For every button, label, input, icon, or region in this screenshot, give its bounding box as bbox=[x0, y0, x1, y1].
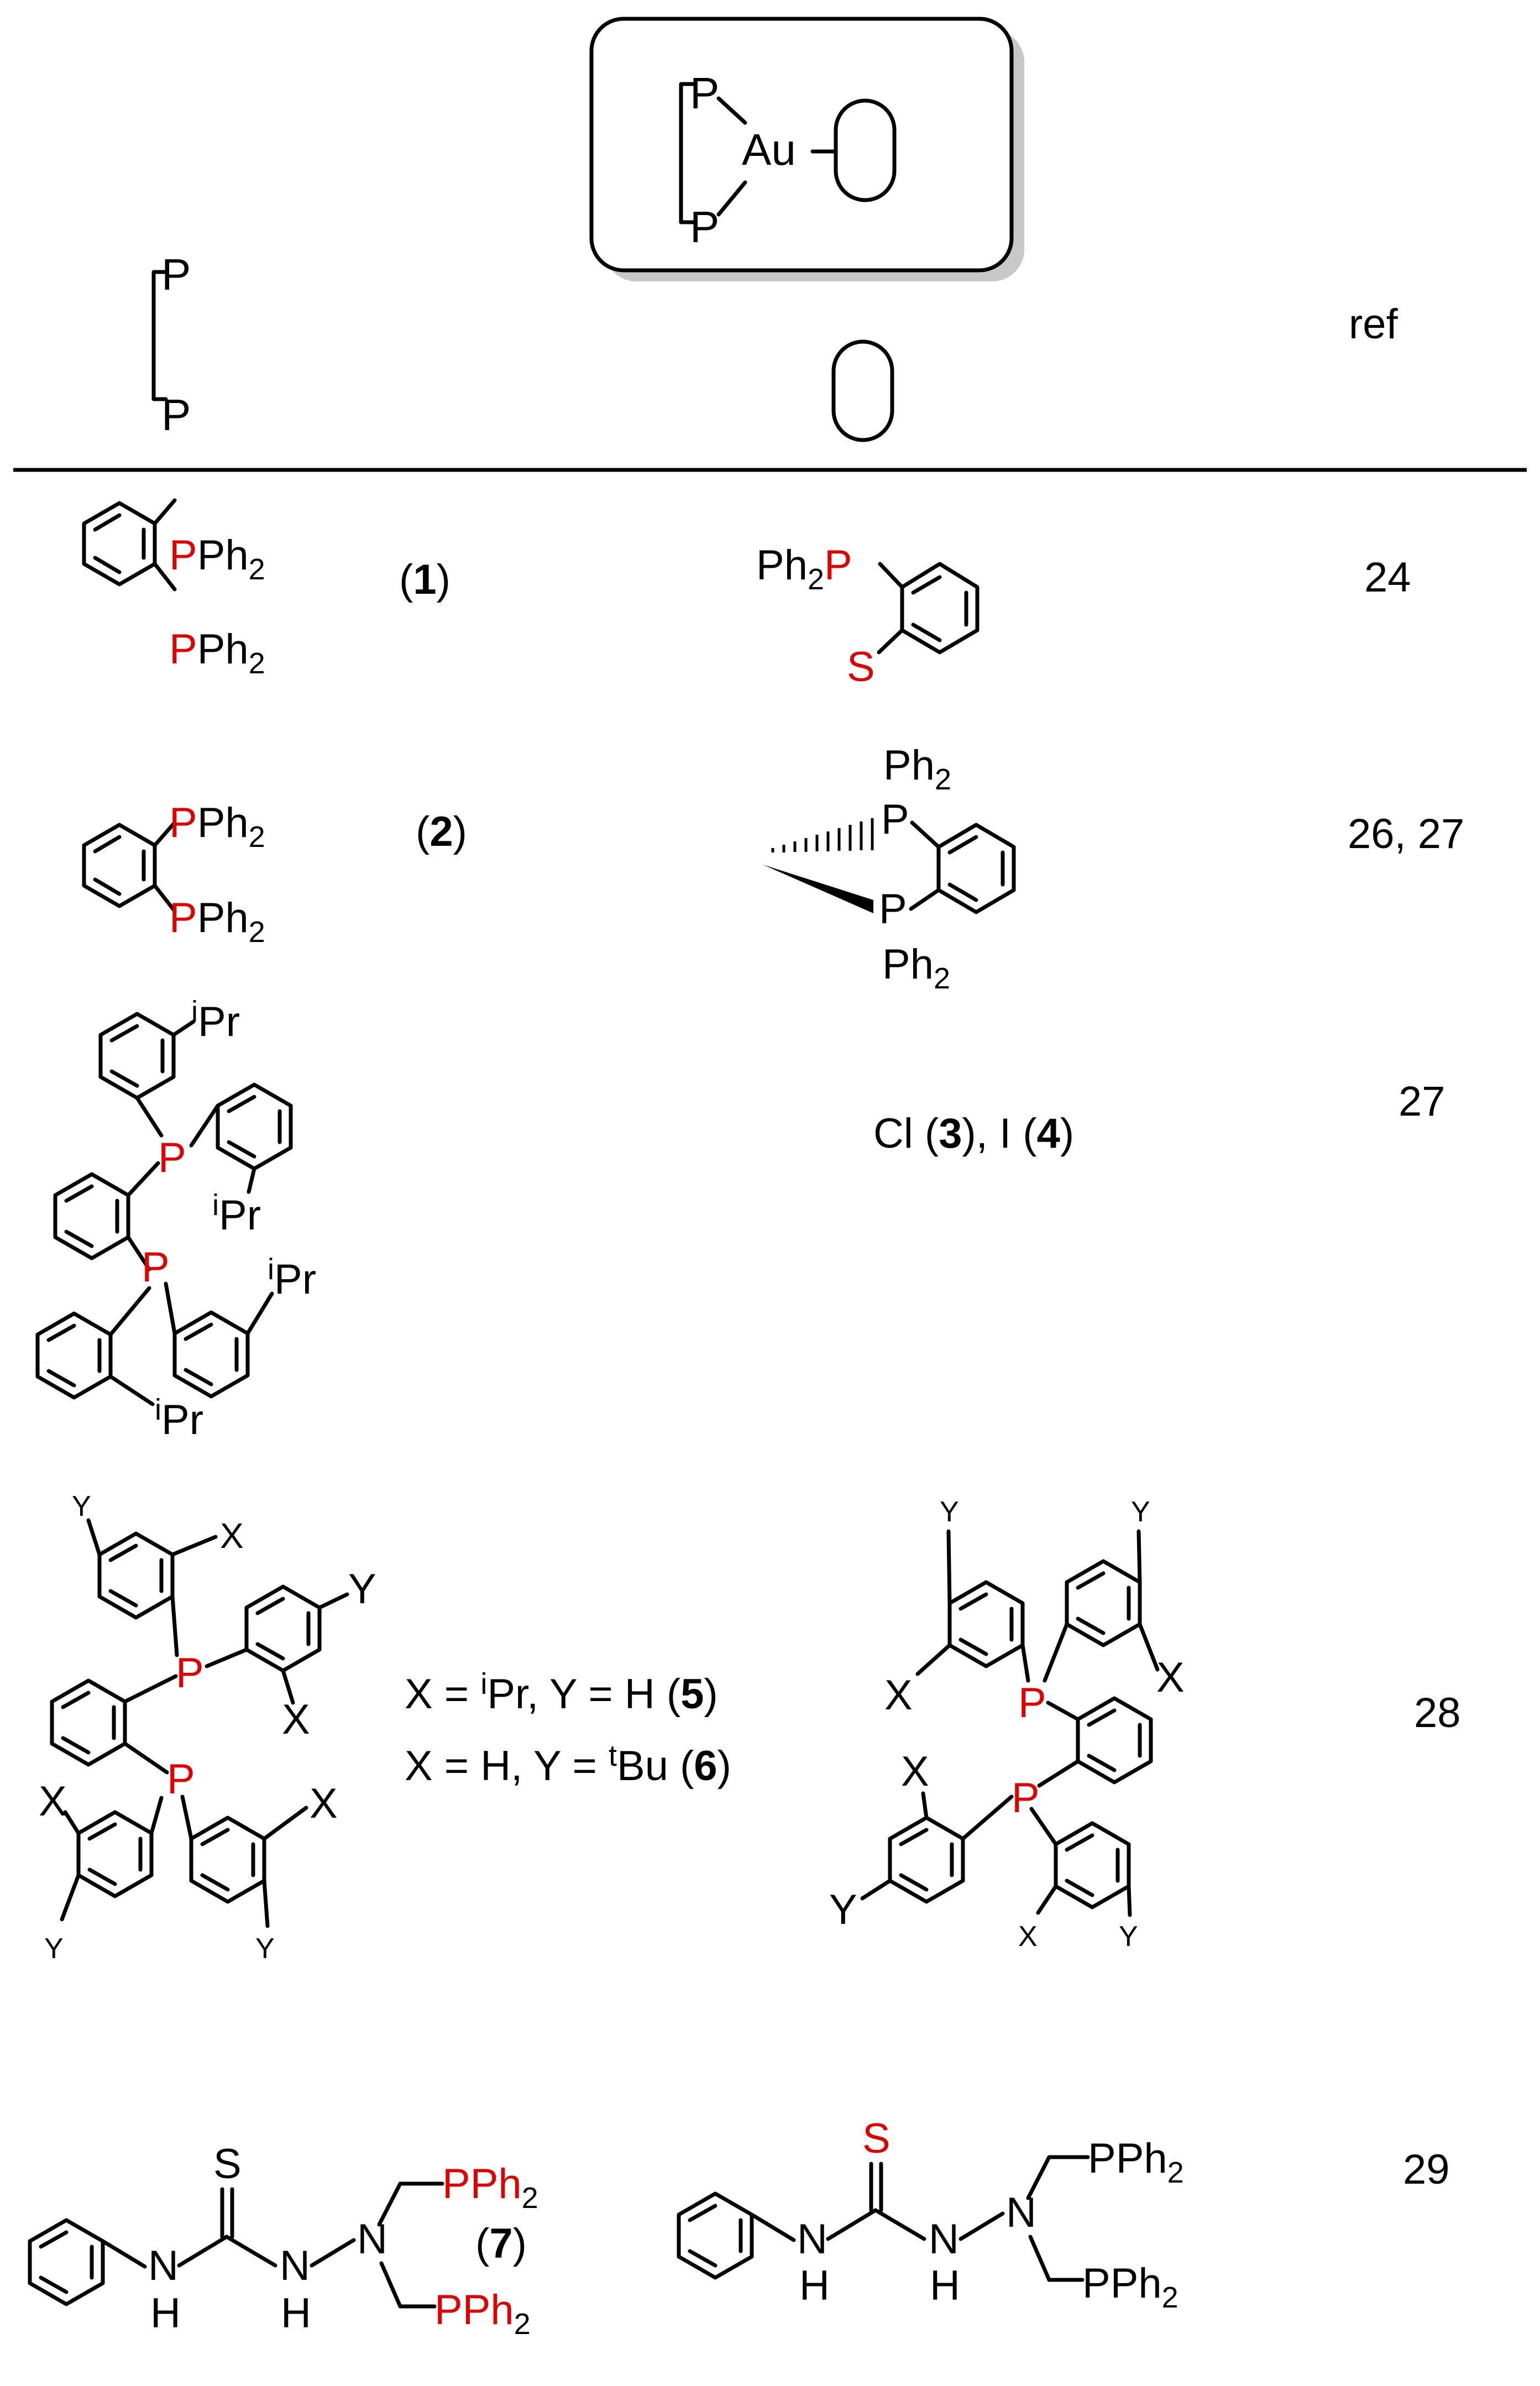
row4-lig-p1: P bbox=[1018, 1679, 1046, 1726]
row5-n-1: N bbox=[148, 2242, 179, 2289]
row2-ref: 26, 27 bbox=[1348, 810, 1464, 857]
row5-ligand: N H S N H N PPh2 PPh2 bbox=[677, 2115, 1184, 2314]
row4-x-3: X bbox=[39, 1778, 67, 1825]
row2-p2: PPh2 bbox=[169, 894, 265, 949]
header-ligand-oval bbox=[831, 339, 894, 442]
row3-ligand-text: Cl (3), I (4) bbox=[873, 1110, 1074, 1157]
row-4: Y X Y X P P X bbox=[39, 1490, 1461, 1965]
row4-y-2: Y bbox=[348, 1566, 376, 1613]
row2-ligand: Ph2 P P Ph2 bbox=[763, 742, 1016, 995]
chelate-bracket bbox=[679, 82, 698, 224]
row2-ligand-p1: P bbox=[881, 796, 909, 843]
row3-ipr-4: iPr bbox=[268, 1253, 316, 1303]
row3-ipr-1: iPr bbox=[191, 995, 240, 1045]
row5-h-2: H bbox=[281, 2290, 311, 2337]
row2-ligand-p2: P bbox=[879, 886, 907, 933]
row2-diphosphine: PPh2 PPh2 bbox=[82, 799, 265, 949]
row1-p2: PPh2 bbox=[169, 626, 265, 680]
row5-ref: 29 bbox=[1403, 2146, 1450, 2193]
row1-diphosphine: PPh2 PPh2 bbox=[82, 498, 265, 680]
row5-h-1: H bbox=[150, 2290, 181, 2337]
row5-lig-h-2: H bbox=[930, 2262, 960, 2309]
header-ref-label: ref bbox=[1349, 301, 1398, 348]
row4-lig-x-4: X bbox=[1018, 1921, 1038, 1953]
row-1: PPh2 PPh2 (1) Ph2P S 24 bbox=[82, 498, 1411, 690]
row5-lig-n-3: N bbox=[1006, 2189, 1036, 2236]
row-3: iPr iPr P P iPr bbox=[35, 995, 1445, 1443]
row4-lig-x-1: X bbox=[884, 1672, 913, 1719]
complex-p-top: P bbox=[690, 69, 719, 118]
row4-lig-y-2: Y bbox=[1131, 1496, 1150, 1528]
row3-ref: 27 bbox=[1398, 1078, 1445, 1125]
row2-compound-number: (2) bbox=[416, 808, 467, 855]
row3-ipr-2: iPr bbox=[212, 1189, 261, 1239]
row4-condition-2: X = H, Y = tBu (6) bbox=[405, 1739, 731, 1790]
row5-lig-s: S bbox=[862, 2115, 891, 2162]
row4-lig-y-3: Y bbox=[829, 1886, 857, 1933]
row4-lig-y-4: Y bbox=[1119, 1921, 1138, 1953]
row5-lig-pph2-2: PPh2 bbox=[1082, 2260, 1178, 2314]
row4-lig-y-1: Y bbox=[940, 1496, 959, 1528]
row4-ligand: Y Y X X P P X bbox=[829, 1496, 1185, 1953]
row4-y-1: Y bbox=[72, 1490, 91, 1522]
row4-p2: P bbox=[167, 1756, 195, 1803]
row1-ref: 24 bbox=[1364, 554, 1411, 601]
row1-ligand: Ph2P S bbox=[756, 542, 979, 690]
row5-pph2-1: PPh2 bbox=[442, 2160, 538, 2215]
row4-lig-x-3: X bbox=[901, 1748, 929, 1795]
complex-ligand-oval bbox=[834, 98, 897, 202]
row4-condition-1: X = iPr, Y = H (5) bbox=[405, 1667, 718, 1718]
row5-diphosphine: N H S N H N PPh2 PPh2 bbox=[28, 2141, 538, 2341]
row4-p1: P bbox=[176, 1650, 204, 1697]
row5-lig-h-1: H bbox=[799, 2262, 830, 2309]
header-diphosphine: P P bbox=[151, 250, 191, 439]
row4-y-4: Y bbox=[255, 1933, 275, 1965]
row5-s: S bbox=[213, 2141, 242, 2188]
complex-au: Au bbox=[742, 125, 796, 174]
row5-lig-n-2: N bbox=[929, 2216, 959, 2263]
row2-ligand-ph2-top: Ph2 bbox=[883, 742, 951, 796]
row3-ipr-3: iPr bbox=[155, 1393, 203, 1443]
row4-y-3: Y bbox=[44, 1933, 64, 1965]
row4-diphosphine: Y X Y X P P X bbox=[39, 1490, 376, 1965]
row4-x-2: X bbox=[282, 1696, 310, 1743]
row4-lig-x-2: X bbox=[1156, 1654, 1185, 1701]
row4-conditions: X = iPr, Y = H (5) X = H, Y = tBu (6) bbox=[405, 1667, 731, 1790]
row2-ligand-ph2-bottom: Ph2 bbox=[882, 941, 950, 995]
row4-x-4: X bbox=[310, 1780, 338, 1827]
row1-ligand-s: S bbox=[847, 643, 875, 690]
row5-lig-pph2-1: PPh2 bbox=[1088, 2135, 1184, 2189]
header-p-bottom: P bbox=[161, 390, 191, 439]
row5-n-2: N bbox=[280, 2242, 310, 2289]
row5-pph2-2: PPh2 bbox=[434, 2286, 531, 2341]
diphosphine-bracket bbox=[151, 270, 168, 401]
row2-p1: PPh2 bbox=[169, 799, 265, 854]
row-5: N H S N H N PPh2 PPh2 (7) N H bbox=[28, 2115, 1450, 2341]
row4-x-1: X bbox=[220, 1516, 244, 1556]
row-2: PPh2 PPh2 (2) Ph2 P P Ph2 bbox=[82, 742, 1464, 995]
row1-p1: PPh2 bbox=[169, 532, 265, 586]
header-complex-box: P P Au bbox=[589, 17, 1024, 281]
row4-ref: 28 bbox=[1414, 1689, 1461, 1736]
row3-p1: P bbox=[158, 1134, 186, 1181]
row5-compound-number: (7) bbox=[475, 2220, 527, 2267]
row3-diphosphine: iPr iPr P P iPr bbox=[35, 995, 316, 1443]
complex-p-bottom: P bbox=[690, 202, 719, 252]
header-p-top: P bbox=[161, 250, 191, 299]
row1-ligand-ph2p: Ph2P bbox=[756, 542, 852, 596]
row5-n-3: N bbox=[357, 2216, 387, 2263]
row5-lig-n-1: N bbox=[797, 2216, 827, 2263]
row1-compound-number: (1) bbox=[399, 556, 451, 603]
